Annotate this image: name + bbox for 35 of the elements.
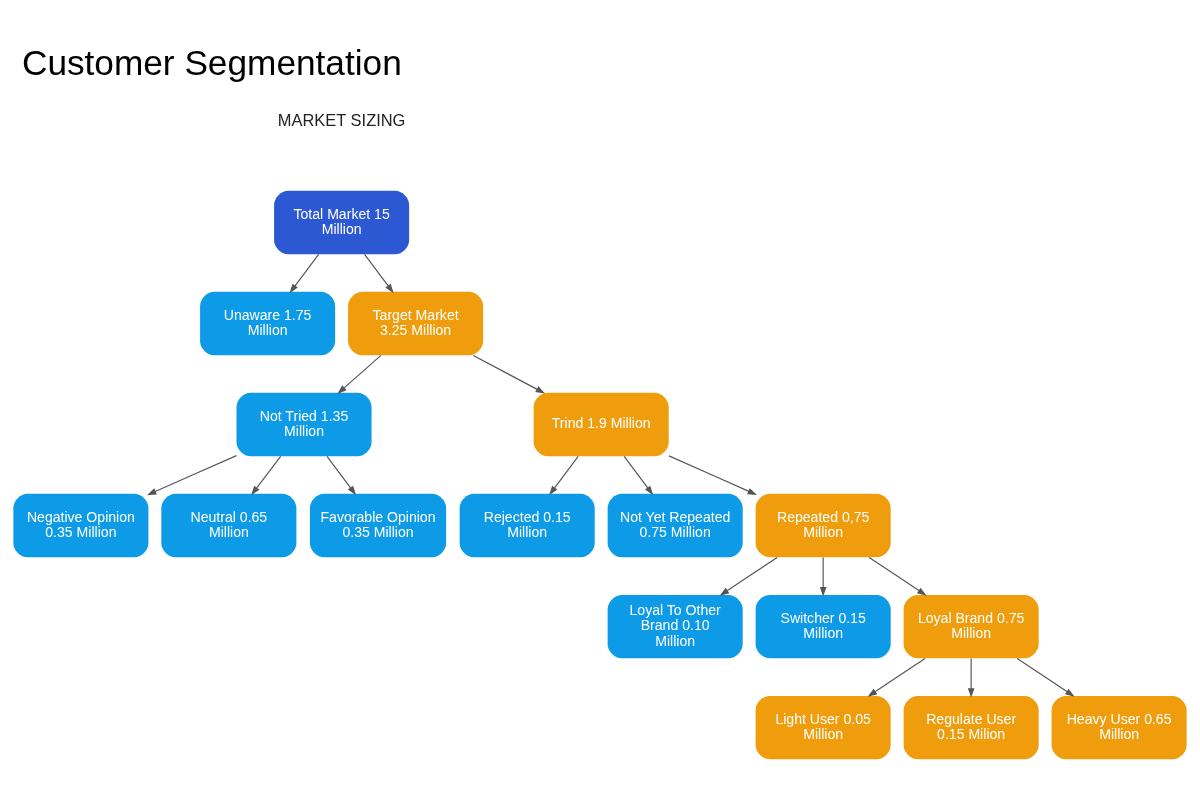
arrow xyxy=(1016,657,1075,697)
node-box: Neutral 0.65 Million xyxy=(161,493,297,557)
label: MARKET SIZING xyxy=(277,110,406,129)
diagram-title: Customer Segmentation xyxy=(21,42,402,82)
node-box: Regulate User 0.15 Milion xyxy=(903,695,1039,759)
arrow xyxy=(549,455,579,495)
node-box: Total Market 15 Million xyxy=(274,190,410,254)
node-box: Unaware 1.75 Million xyxy=(200,291,336,355)
arrow xyxy=(146,454,238,495)
node-box: Negative Opinion 0.35 Million xyxy=(13,493,149,557)
arrow xyxy=(623,455,654,495)
arrow xyxy=(472,354,546,394)
arrow xyxy=(719,556,778,596)
arrow xyxy=(364,253,394,293)
arrow xyxy=(868,556,927,596)
node-box: Rejected 0.15 Million xyxy=(459,493,595,557)
node-box: Heavy User 0.65 Million xyxy=(1051,695,1187,759)
node-box: Not Tried 1.35 Million xyxy=(236,392,372,456)
arrow xyxy=(819,556,827,597)
arrow xyxy=(867,657,926,697)
node-box: Trind 1.9 Million xyxy=(533,392,669,456)
node-box: Favorable Opinion 0.35 Million xyxy=(309,493,447,557)
node-box: Loyal To Other Brand 0.10 Million xyxy=(607,594,743,658)
node-box: Light User 0.05 Million xyxy=(755,695,891,759)
arrow xyxy=(967,657,975,698)
arrow xyxy=(289,253,320,293)
node-box: Switcher 0.15 Million xyxy=(755,594,891,658)
node-box: Loyal Brand 0.75 Million xyxy=(903,594,1039,658)
node-box: Target Market 3.25 Million xyxy=(348,291,484,355)
arrow xyxy=(251,455,282,495)
node-box: Repeated 0,75 Million xyxy=(755,493,891,557)
node-box: Not Yet Repeated 0.75 Million xyxy=(607,493,743,557)
arrow xyxy=(337,354,382,394)
arrow xyxy=(668,454,757,495)
arrow xyxy=(326,455,357,495)
